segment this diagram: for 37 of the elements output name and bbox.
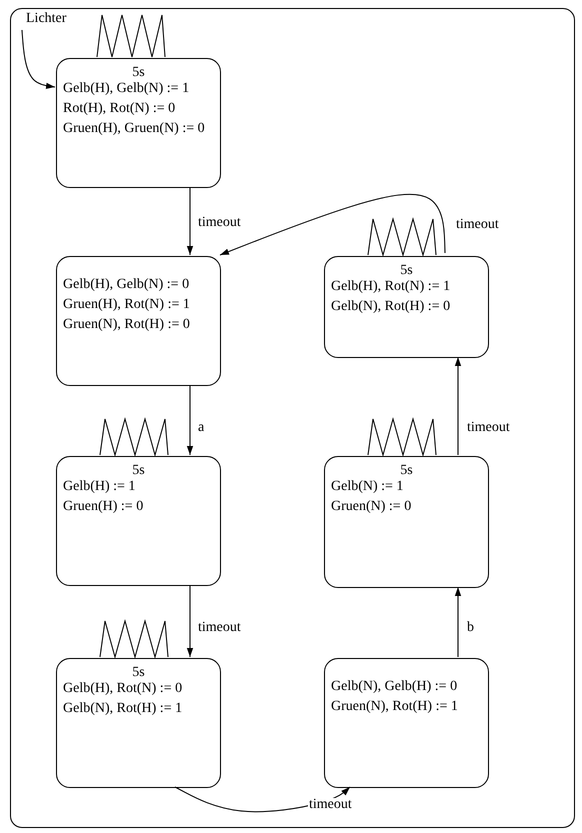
- action-text: Gruen(N), Rot(H) := 0: [63, 317, 190, 333]
- action-text: Gelb(N) := 1: [331, 479, 404, 495]
- state-box: [324, 658, 489, 788]
- action-text: Gelb(N), Rot(H) := 0: [331, 299, 450, 315]
- state-box: [56, 58, 221, 188]
- action-text: Gelb(H), Rot(N) := 1: [331, 279, 450, 295]
- transition-arrow: [454, 356, 462, 456]
- action-text: Gelb(H), Rot(N) := 0: [63, 681, 182, 697]
- superstate-box: [10, 8, 575, 828]
- transition-arrow: [454, 586, 462, 658]
- transition-arrow: [186, 584, 194, 658]
- transition-arrow: [220, 194, 446, 256]
- state-box: [324, 456, 489, 588]
- transition-arrow: [186, 384, 194, 456]
- state-box: [56, 256, 221, 386]
- timer-label: 5s: [399, 263, 414, 279]
- timer-label: 5s: [131, 463, 146, 479]
- state-box: [56, 456, 221, 586]
- action-text: Rot(H), Rot(N) := 0: [63, 101, 176, 117]
- action-text: Gelb(H), Gelb(N) := 1: [63, 81, 190, 97]
- action-text: Gelb(H), Gelb(N) := 0: [63, 277, 190, 293]
- action-text: Gelb(N), Gelb(H) := 0: [331, 679, 458, 695]
- timer-label: 5s: [399, 463, 414, 479]
- action-text: Gruen(N) := 0: [331, 499, 412, 515]
- action-text: Gelb(N), Rot(H) := 1: [63, 701, 182, 717]
- transition-arrow: [22, 30, 56, 89]
- state-box: [56, 658, 221, 788]
- action-text: Gruen(H), Rot(N) := 1: [63, 297, 190, 313]
- state-box: [324, 256, 489, 358]
- action-text: Gruen(H) := 0: [63, 499, 144, 515]
- transition-arrow: [186, 186, 194, 256]
- action-text: Gruen(N), Rot(H) := 1: [331, 699, 458, 715]
- timer-label: 5s: [131, 665, 146, 681]
- timer-label: 5s: [131, 65, 146, 81]
- state-name: Lichter: [26, 11, 66, 27]
- action-text: Gelb(H) := 1: [63, 479, 136, 495]
- action-text: Gruen(H), Gruen(N) := 0: [63, 121, 205, 137]
